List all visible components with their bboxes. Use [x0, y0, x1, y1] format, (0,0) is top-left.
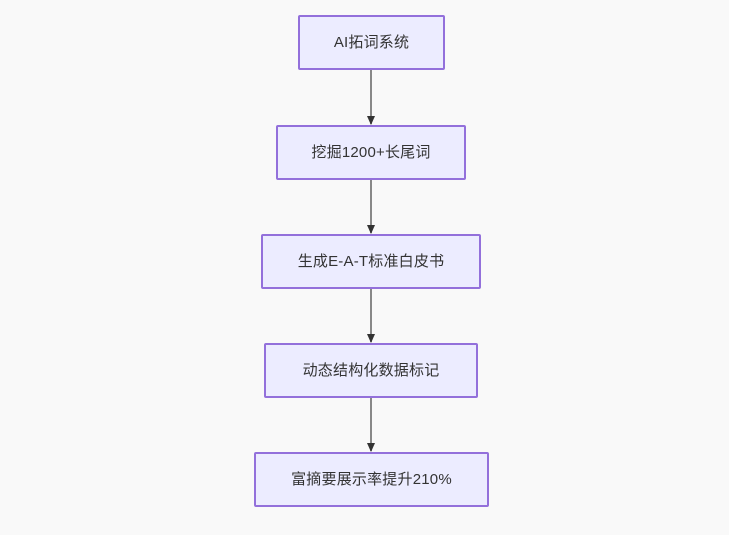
- flow-node-ai-keyword-system[interactable]: AI拓词系统: [298, 15, 445, 70]
- flow-node-rich-snippet-impression-lift[interactable]: 富摘要展示率提升210%: [254, 452, 489, 507]
- flow-node-label: 动态结构化数据标记: [302, 361, 440, 379]
- flow-node-generate-eat-whitepaper[interactable]: 生成E-A-T标准白皮书: [261, 234, 481, 289]
- flow-node-label: 富摘要展示率提升210%: [291, 470, 452, 488]
- flow-node-dynamic-structured-data-markup[interactable]: 动态结构化数据标记: [264, 343, 478, 398]
- flow-node-label: 挖掘1200+长尾词: [311, 143, 431, 161]
- flow-node-label: 生成E-A-T标准白皮书: [297, 252, 445, 270]
- flow-node-mine-longtail-keywords[interactable]: 挖掘1200+长尾词: [276, 125, 466, 180]
- flow-node-label: AI拓词系统: [333, 33, 410, 51]
